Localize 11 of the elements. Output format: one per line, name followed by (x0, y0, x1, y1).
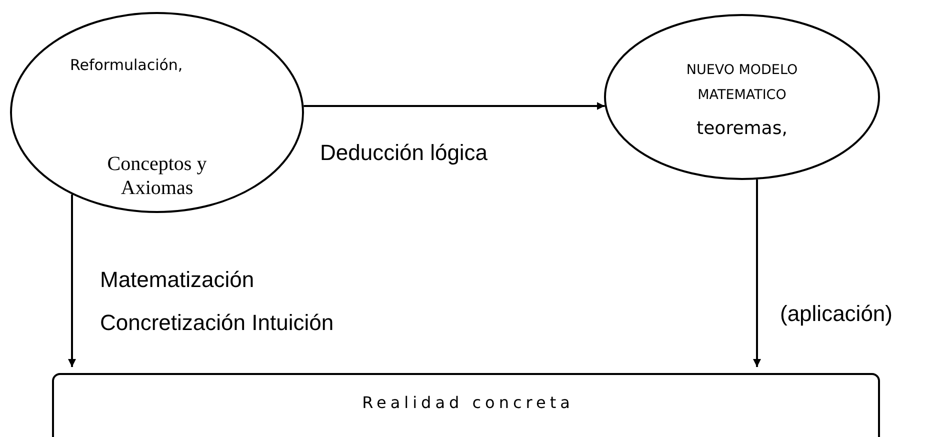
node-text: Reformulación, (70, 56, 184, 74)
ellipse-node (604, 14, 880, 180)
node-text: teoremas, (696, 118, 788, 140)
node-text: Conceptos y Axiomas (106, 152, 208, 200)
arrow (753, 180, 761, 367)
process-box (52, 373, 880, 437)
node-text: NUEVO MODELO MATEMATICO (685, 61, 799, 105)
arrow (304, 102, 605, 110)
ellipse-node (10, 12, 304, 213)
node-text: Realidad concreta (361, 393, 575, 412)
arrow (68, 194, 76, 367)
